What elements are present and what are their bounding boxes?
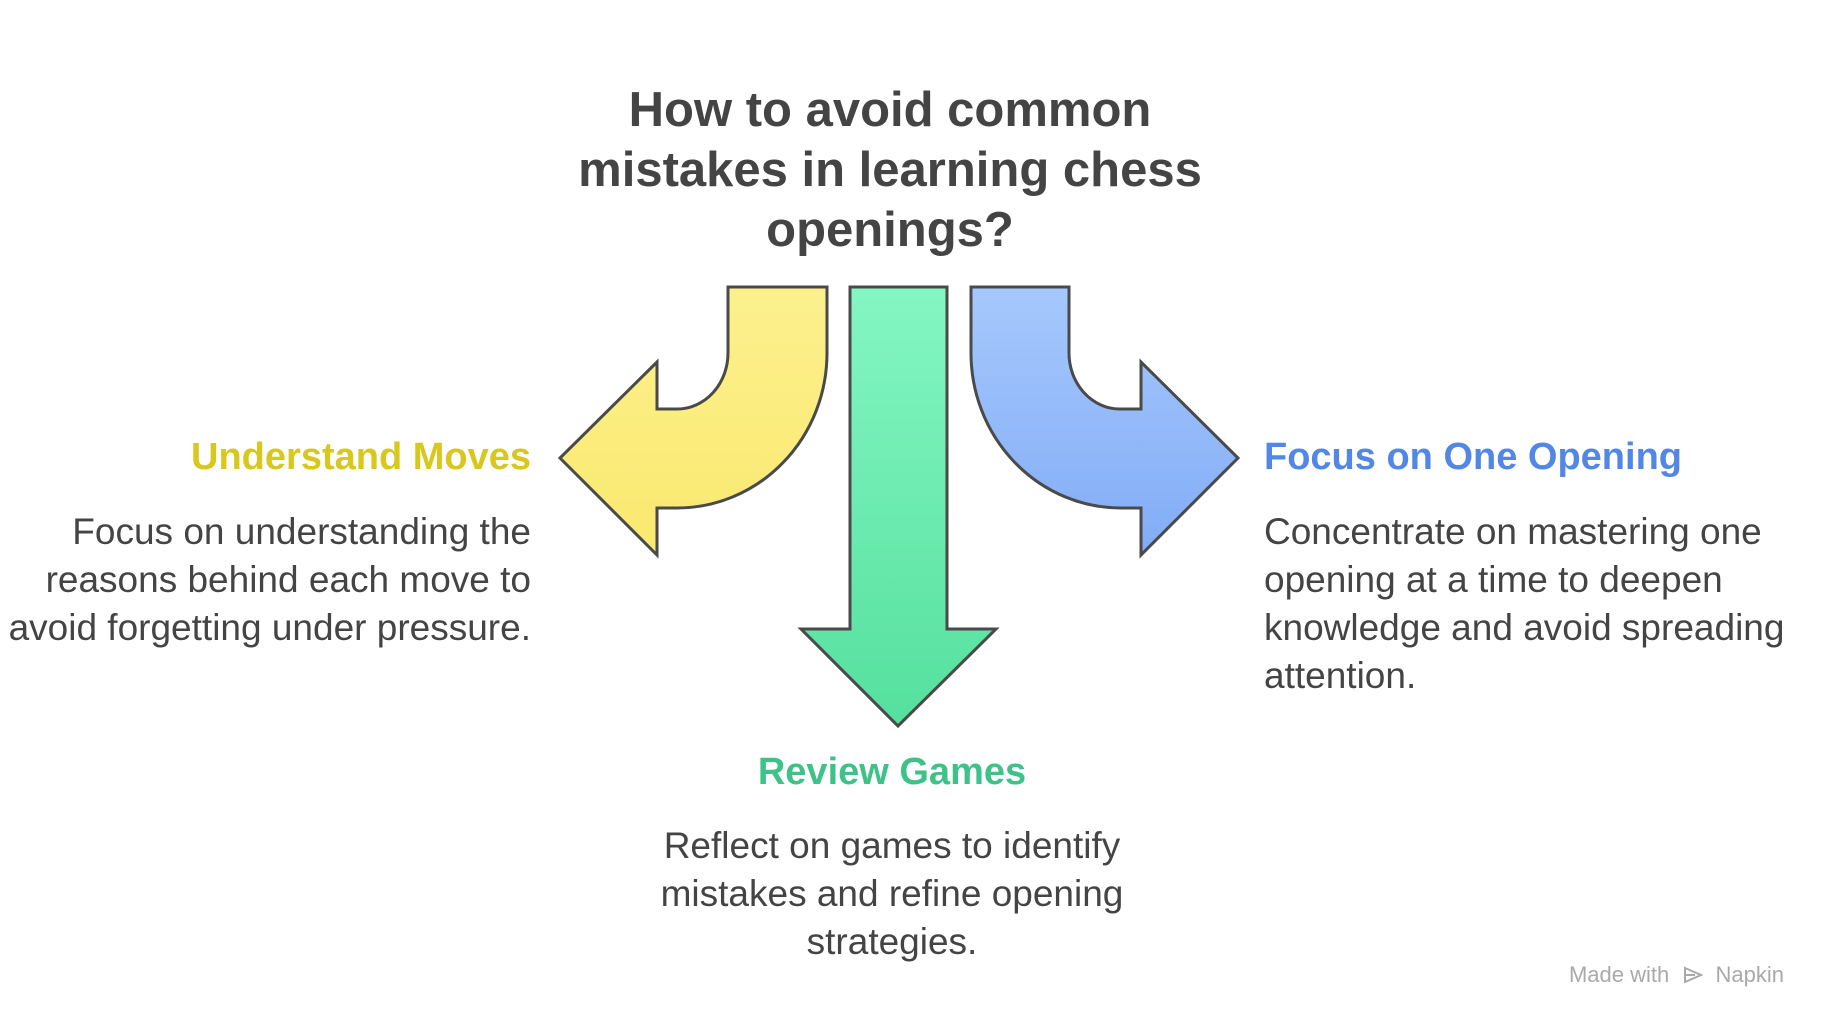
review-games-description: Reflect on games to identify mistakes an… [660,825,1124,962]
understand-moves-description: Focus on understanding the reasons behin… [8,511,531,648]
curved-arrow-left-icon [557,285,829,559]
arrow-down-icon [797,285,1000,729]
footer-prefix: Made with [1568,962,1670,987]
focus-one-opening-heading: Focus on One Opening [1264,436,1682,478]
diagram-title: How to avoid common mistakes in learning… [578,83,1202,257]
napkin-logo-icon [1684,966,1704,984]
footer-brand: Napkin [1715,962,1784,987]
understand-moves-heading: Understand Moves [191,436,531,478]
curved-arrow-right-icon [969,285,1241,559]
focus-one-opening-description: Concentrate on mastering one opening at … [1264,511,1785,696]
made-with-napkin-badge[interactable]: Made with Napkin [1569,962,1784,988]
review-games-heading: Review Games [757,751,1027,793]
